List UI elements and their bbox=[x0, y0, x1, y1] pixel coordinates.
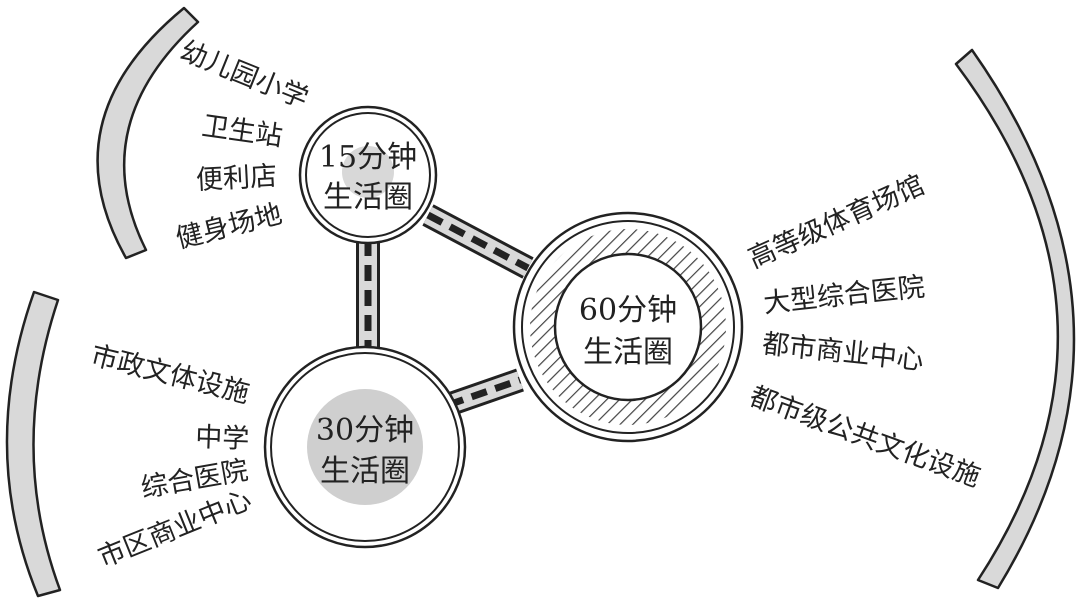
circle-30min-line2: 生活圈 bbox=[320, 454, 410, 489]
labels-15min: 幼儿园小学 卫生站 便利店 健身场地 bbox=[173, 35, 313, 254]
circle-30min: 30分钟 生活圈 bbox=[263, 345, 467, 549]
label-30min-1: 中学 bbox=[195, 422, 250, 455]
circle-15min-line1: 15分钟 bbox=[319, 140, 417, 175]
label-15min-1: 卫生站 bbox=[200, 111, 285, 153]
label-15min-0: 幼儿园小学 bbox=[176, 35, 313, 114]
labels-30min: 市政文体设施 中学 综合医院 市区商业中心 bbox=[88, 340, 256, 574]
circle-60min: 60分钟 生活圈 bbox=[512, 211, 744, 443]
circle-60min-line2: 生活圈 bbox=[583, 335, 673, 370]
road-30-to-60 bbox=[444, 368, 524, 417]
label-60min-0: 高等级体育场馆 bbox=[744, 170, 929, 275]
arc-band-15min bbox=[96, 6, 200, 260]
circle-30min-line1: 30分钟 bbox=[316, 413, 414, 448]
label-60min-3: 都市级公共文化设施 bbox=[745, 381, 984, 493]
circle-15min-line2: 生活圈 bbox=[323, 180, 413, 215]
labels-60min: 高等级体育场馆 大型综合医院 都市商业中心 都市级公共文化设施 bbox=[744, 170, 984, 493]
road-15-to-60 bbox=[422, 204, 534, 279]
label-60min-2: 都市商业中心 bbox=[761, 329, 925, 377]
label-30min-0: 市政文体设施 bbox=[88, 340, 253, 409]
label-15min-3: 健身场地 bbox=[173, 199, 285, 255]
label-15min-2: 便利店 bbox=[195, 161, 278, 196]
circle-15min: 15分钟 生活圈 bbox=[298, 105, 438, 245]
arc-band-60min bbox=[954, 48, 1076, 590]
circle-60min-line1: 60分钟 bbox=[579, 293, 677, 328]
label-60min-1: 大型综合医院 bbox=[762, 272, 926, 320]
arc-band-30min bbox=[5, 290, 62, 598]
